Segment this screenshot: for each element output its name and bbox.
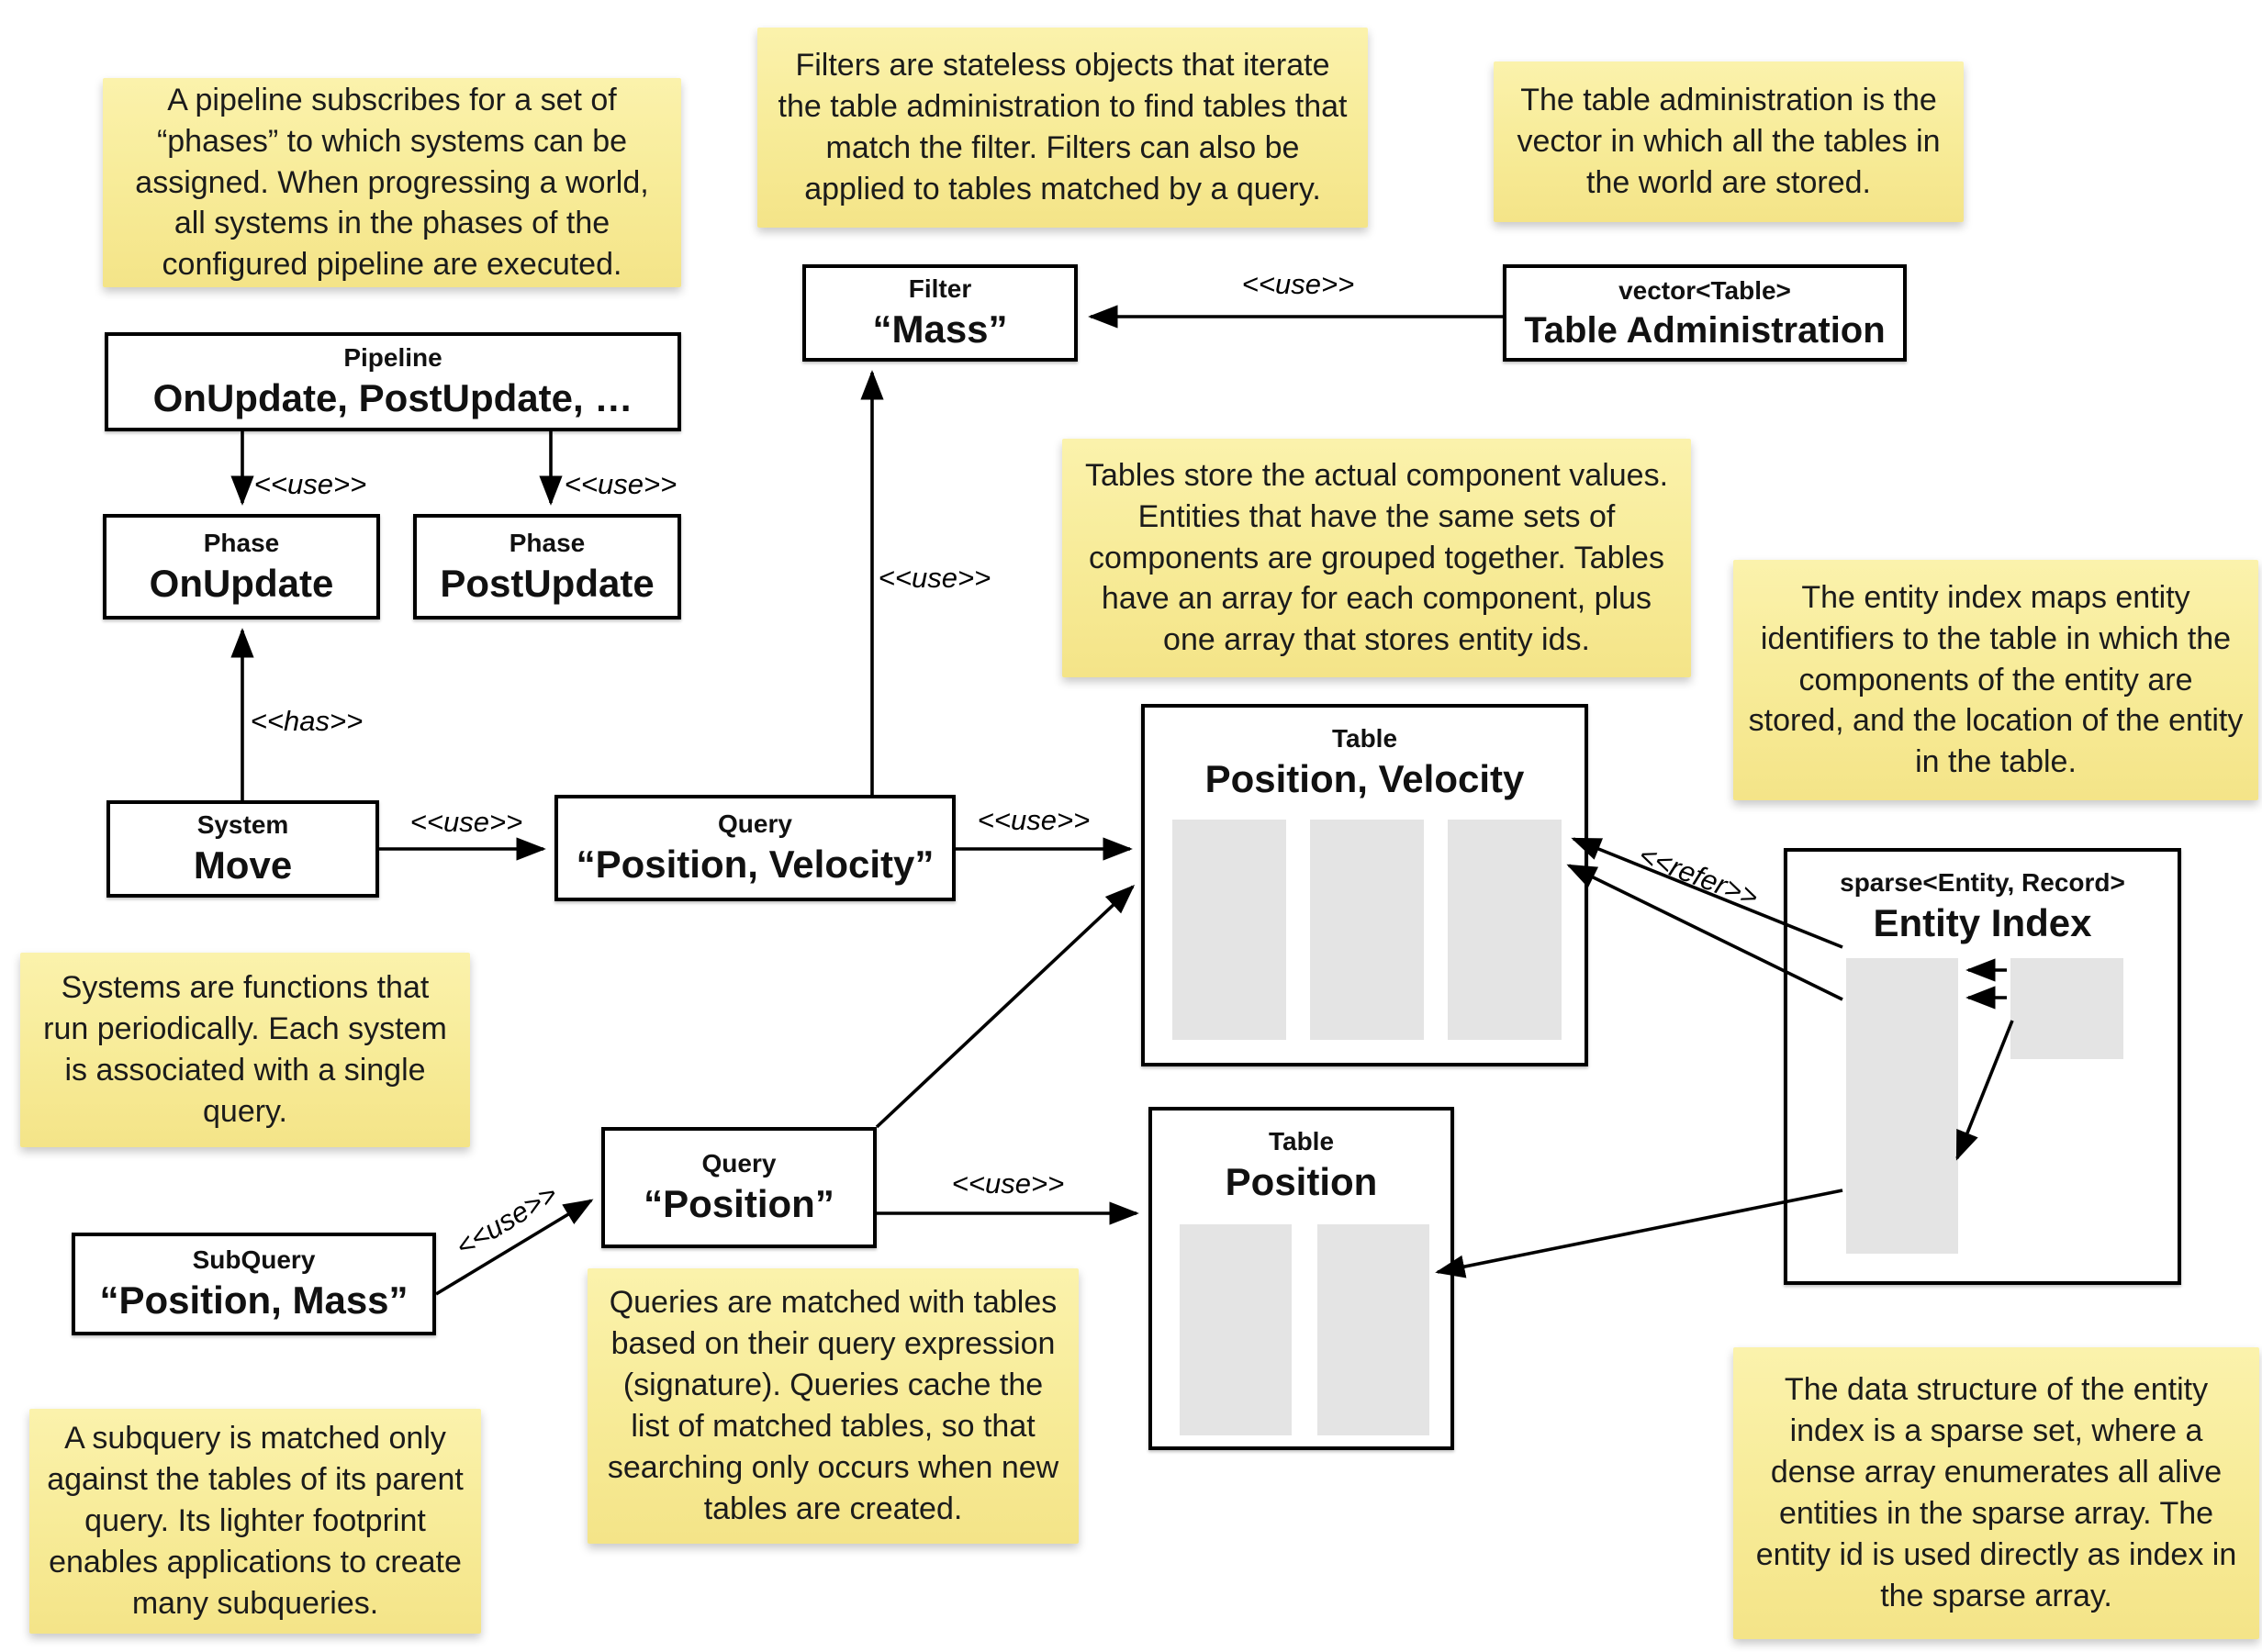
edge-label-use-pipeline-onupdate: <<use>> (253, 468, 367, 500)
component-array (1180, 1224, 1292, 1435)
note-filters: Filters are stateless objects that itera… (757, 28, 1368, 228)
query-position-velocity-stereotype: Query (718, 809, 792, 839)
table-position-name: Position (1225, 1160, 1378, 1203)
edge-label-use-subquery-querypos: <<use>> (450, 1178, 564, 1264)
query-position-velocity-node: Query “Position, Velocity” (554, 795, 956, 901)
table-position-velocity-name: Position, Velocity (1204, 757, 1525, 800)
entity-index-name: Entity Index (1873, 901, 2092, 944)
note-tables-text: Tables store the actual component values… (1084, 457, 1669, 658)
edge-label-use-system-query: <<use>> (409, 806, 523, 838)
edge-label-use-querypv-tablepv: <<use>> (977, 804, 1091, 836)
note-tables: Tables store the actual component values… (1062, 439, 1691, 677)
table-administration-stereotype: vector<Table> (1618, 275, 1791, 305)
table-position-node: Table Position (1148, 1107, 1454, 1450)
note-queries-text: Queries are matched with tables based on… (607, 1285, 1059, 1526)
subquery-stereotype: SubQuery (192, 1245, 316, 1275)
table-position-velocity-stereotype: Table (1331, 724, 1398, 753)
query-position-name: “Position” (644, 1182, 834, 1226)
pipeline-node: Pipeline OnUpdate, PostUpdate, … (105, 332, 681, 431)
phase-onupdate-node: Phase OnUpdate (103, 514, 380, 620)
note-systems-text: Systems are functions that run periodica… (43, 970, 447, 1129)
phase-postupdate-node: Phase PostUpdate (413, 514, 681, 620)
phase-onupdate-name: OnUpdate (149, 561, 334, 605)
note-pipeline-text: A pipeline subscribes for a set of “phas… (135, 82, 649, 283)
query-position-node: Query “Position” (601, 1127, 877, 1248)
filter-mass-stereotype: Filter (908, 274, 972, 304)
edge-entityindex-to-tablepos (1435, 1189, 1843, 1278)
note-entity-index: The entity index maps entity identifiers… (1733, 560, 2258, 800)
edge-label-use-querypos-tablepos: <<use>> (951, 1167, 1065, 1200)
component-array (1448, 820, 1562, 1040)
phase-postupdate-name: PostUpdate (440, 561, 655, 605)
phase-onupdate-stereotype: Phase (203, 528, 280, 557)
table-administration-node: vector<Table> Table Administration (1503, 264, 1907, 362)
pipeline-name: OnUpdate, PostUpdate, … (152, 376, 633, 420)
system-move-stereotype: System (196, 810, 289, 840)
edge-label-use-query-filter: <<use>> (878, 562, 991, 594)
subquery-node: SubQuery “Position, Mass” (72, 1233, 436, 1335)
component-array (1172, 820, 1286, 1040)
system-move-node: System Move (106, 800, 379, 898)
query-position-stereotype: Query (701, 1149, 777, 1178)
subquery-name: “Position, Mass” (99, 1278, 409, 1323)
sparse-array (1846, 958, 1958, 1254)
edge-label-refer-entityindex: <<refer>> (1634, 838, 1764, 914)
note-entity-index-text: The entity index maps entity identifiers… (1748, 579, 2244, 780)
entity-index-node: sparse<Entity, Record> Entity Index (1784, 848, 2181, 1285)
note-sparse-set-text: The data structure of the entity index i… (1755, 1372, 2237, 1613)
note-subquery: A subquery is matched only against the t… (29, 1409, 481, 1634)
entity-index-stereotype: sparse<Entity, Record> (1840, 868, 2125, 897)
edge-label-has-system-phase: <<has>> (250, 705, 364, 737)
phase-postupdate-stereotype: Phase (509, 528, 586, 557)
table-position-velocity-node: Table Position, Velocity (1141, 704, 1588, 1066)
edge-label-use-tableadmin-filter: <<use>> (1241, 268, 1355, 300)
note-filters-text: Filters are stateless objects that itera… (778, 48, 1348, 206)
edge-querypos-to-tablepv (875, 885, 1136, 1129)
system-move-name: Move (193, 843, 293, 887)
table-position-stereotype: Table (1268, 1127, 1335, 1155)
component-array (1317, 1224, 1429, 1435)
note-systems: Systems are functions that run periodica… (20, 953, 470, 1147)
filter-mass-name: “Mass” (872, 307, 1008, 352)
edge-label-use-pipeline-postupdate: <<use>> (564, 468, 677, 500)
filter-mass-node: Filter “Mass” (802, 264, 1078, 362)
note-table-administration-text: The table administration is the vector i… (1517, 83, 1941, 200)
dense-array (2010, 958, 2123, 1059)
note-table-administration: The table administration is the vector i… (1494, 61, 1964, 222)
note-pipeline: A pipeline subscribes for a set of “phas… (103, 78, 681, 287)
table-administration-name: Table Administration (1524, 309, 1886, 351)
query-position-velocity-name: “Position, Velocity” (576, 843, 935, 887)
pipeline-stereotype: Pipeline (343, 343, 442, 373)
note-sparse-set: The data structure of the entity index i… (1733, 1347, 2259, 1639)
note-subquery-text: A subquery is matched only against the t… (47, 1421, 464, 1621)
component-array (1310, 820, 1424, 1040)
note-queries: Queries are matched with tables based on… (588, 1268, 1079, 1544)
